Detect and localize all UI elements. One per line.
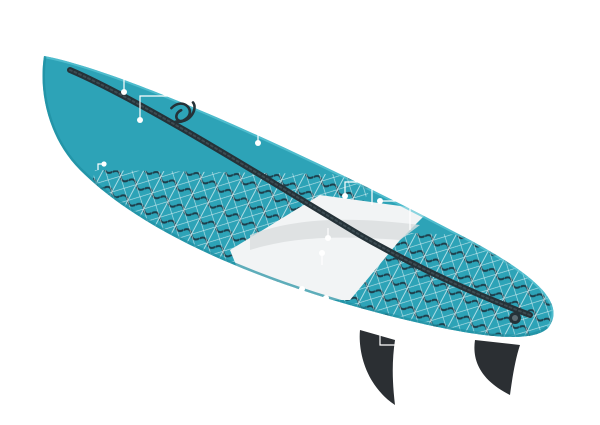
logo-mark-icon [170, 101, 196, 124]
callout-dots [101, 89, 383, 333]
fins [359, 330, 520, 405]
front-fin [359, 330, 395, 405]
rear-fin [474, 340, 520, 395]
callout-lines [97, 77, 411, 346]
leash-plug-icon [509, 312, 521, 324]
surfboard-deck [42, 56, 554, 337]
